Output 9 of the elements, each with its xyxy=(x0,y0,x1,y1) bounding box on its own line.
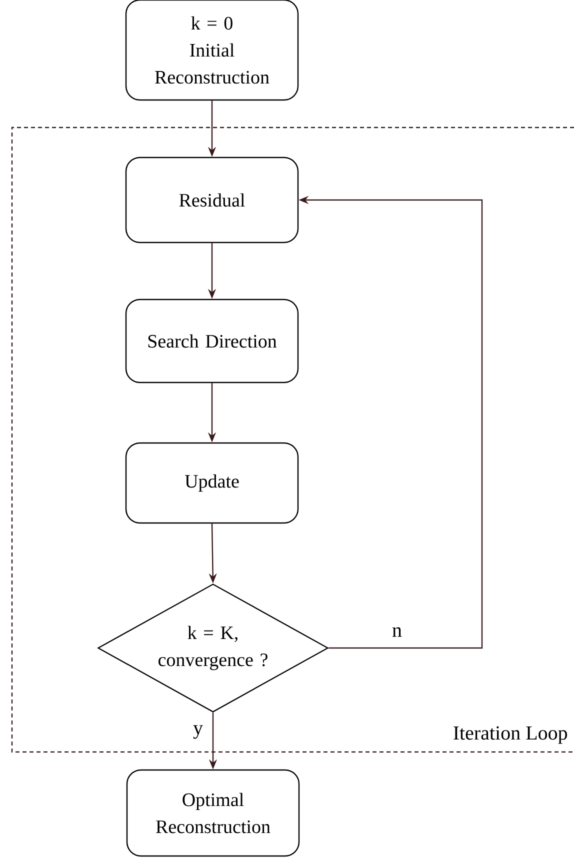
process-box: Residual xyxy=(125,156,299,244)
dashed-frame xyxy=(11,126,574,753)
edge-label: n xyxy=(391,626,403,638)
edge-label: y xyxy=(192,724,204,740)
process-box: Search Direction xyxy=(125,298,299,384)
process-box: Update xyxy=(125,442,299,524)
frame-label: Iteration Loop xyxy=(454,726,568,744)
process-box: k = 0 Initial Reconstruction xyxy=(125,0,299,101)
process-box: Optimal Reconstruction xyxy=(126,769,300,857)
